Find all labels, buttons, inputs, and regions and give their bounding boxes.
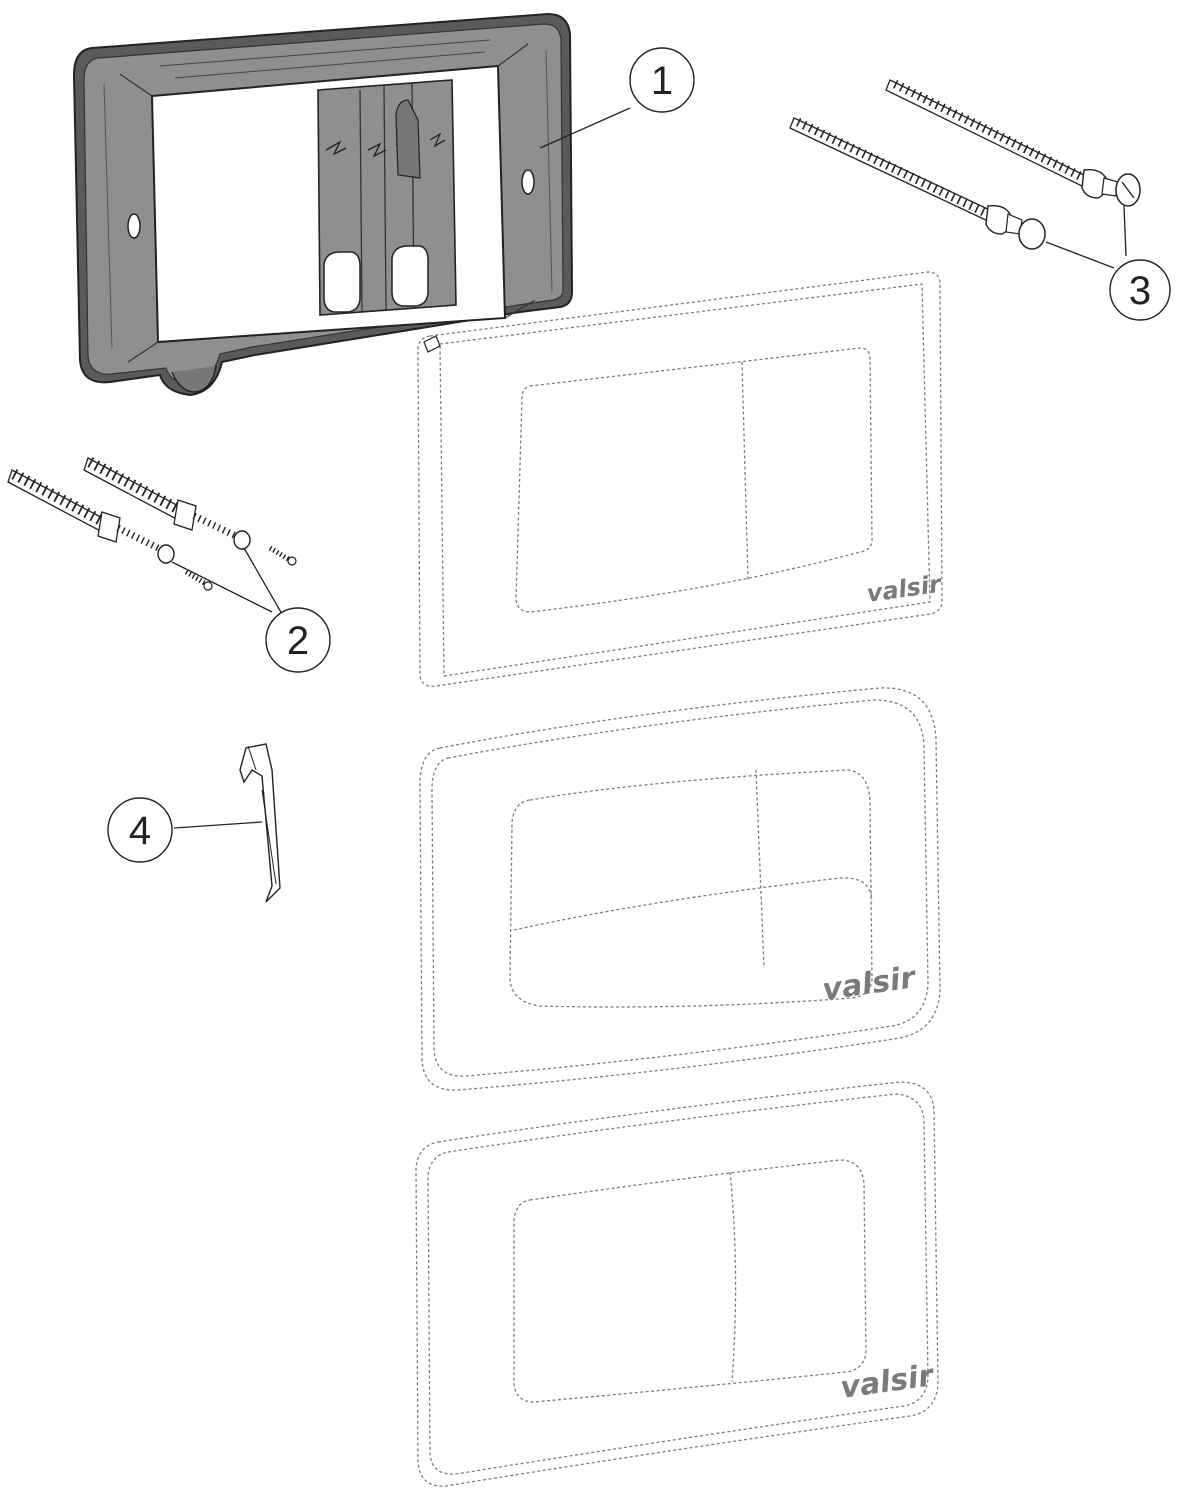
callout-4: 4 bbox=[107, 797, 173, 863]
plate-3-brand-logo: valsir bbox=[838, 1358, 937, 1406]
long-screws bbox=[789, 79, 1141, 250]
plate-1-brand-logo: valsir bbox=[865, 570, 945, 608]
spring-clip bbox=[239, 743, 281, 903]
flush-plate-2: valsir bbox=[419, 687, 941, 1091]
callout-2-label: 2 bbox=[287, 619, 309, 663]
plate-2-brand-logo: valsir bbox=[820, 960, 919, 1008]
callout-2: 2 bbox=[265, 607, 331, 673]
flush-plate-3: valsir bbox=[415, 1081, 939, 1487]
callout-3-label: 3 bbox=[1129, 269, 1151, 313]
wall-plugs bbox=[7, 457, 297, 591]
mounting-frame bbox=[72, 12, 574, 397]
callout-3: 3 bbox=[1109, 259, 1171, 321]
callout-1: 1 bbox=[629, 47, 695, 113]
callout-4-label: 4 bbox=[129, 809, 151, 853]
callout-1-label: 1 bbox=[651, 59, 673, 103]
flush-plate-1: valsir bbox=[417, 271, 945, 687]
